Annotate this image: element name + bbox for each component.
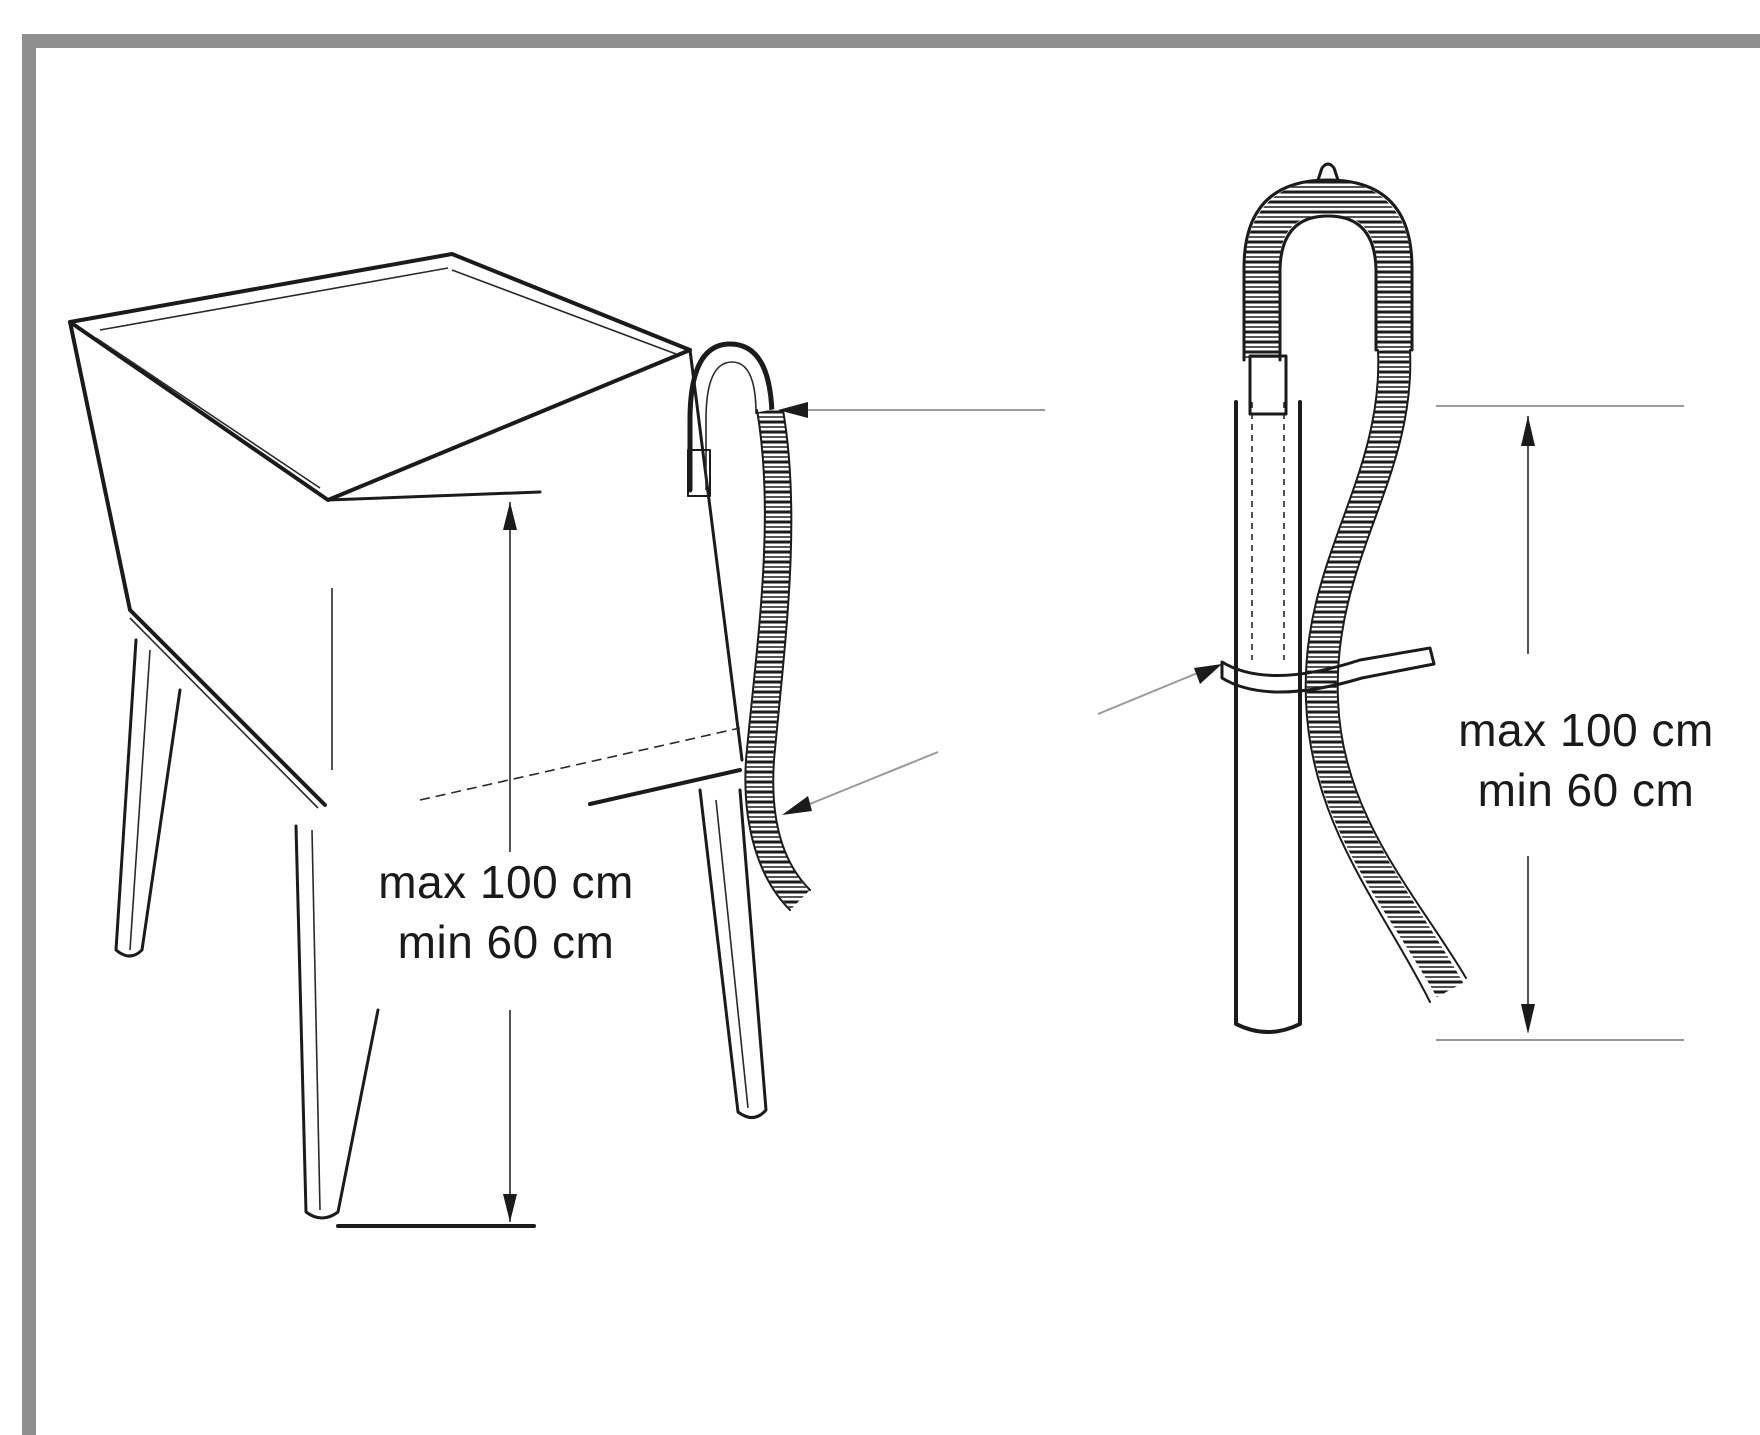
standpipe-clamp	[1220, 646, 1436, 694]
sink-min-height: min 60 cm	[397, 916, 615, 968]
sink-leg-front-left	[294, 824, 380, 1220]
standpipe-height-label: max 100 cm min 60 cm	[1426, 700, 1746, 820]
standpipe-drain-hose	[1306, 349, 1464, 998]
sink-leg-back-left	[114, 638, 182, 958]
standpipe-max-height: max 100 cm	[1458, 704, 1714, 756]
standpipe-hose-hook	[1245, 180, 1411, 360]
sink-max-height: max 100 cm	[378, 856, 634, 908]
sink-drain-hose	[746, 407, 810, 910]
standpipe-illustration	[1097, 162, 1684, 1041]
sink-body-left	[68, 320, 327, 807]
sink-leg-front-right	[698, 788, 768, 1119]
sink-height-label: max 100 cm min 60 cm	[346, 852, 666, 972]
standpipe	[1234, 400, 1302, 1034]
sink-hose-hook	[687, 341, 775, 523]
sink-illustration	[68, 252, 1045, 1228]
sink-rim	[68, 252, 692, 502]
standpipe-min-height: min 60 cm	[1477, 764, 1695, 816]
